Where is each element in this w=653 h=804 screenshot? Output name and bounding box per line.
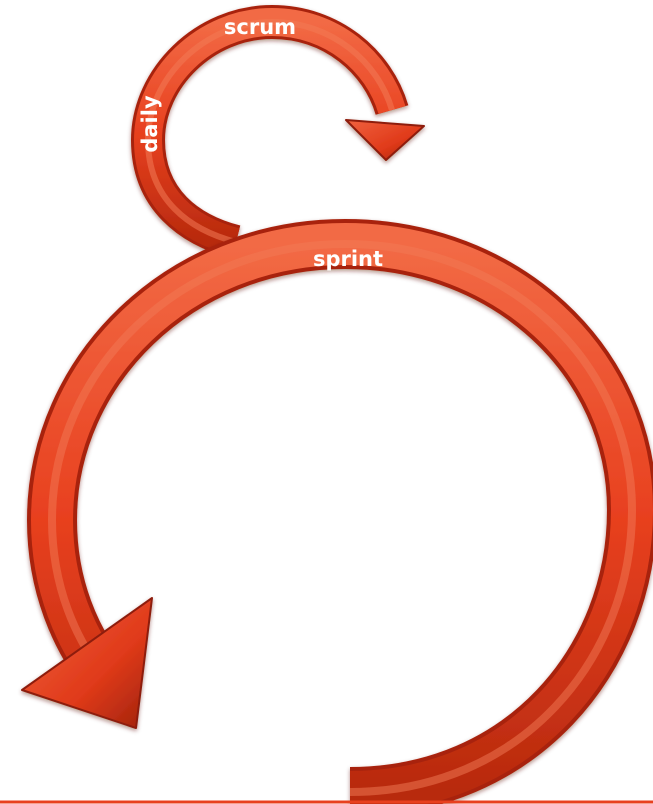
sprint-arrow: [22, 244, 632, 792]
daily-label: daily: [138, 95, 162, 153]
sprint-label: sprint: [313, 247, 383, 271]
daily-scrum-arrow: [148, 22, 424, 242]
scrum-label: scrum: [224, 15, 296, 39]
daily-scrum-arrowhead: [346, 120, 424, 160]
